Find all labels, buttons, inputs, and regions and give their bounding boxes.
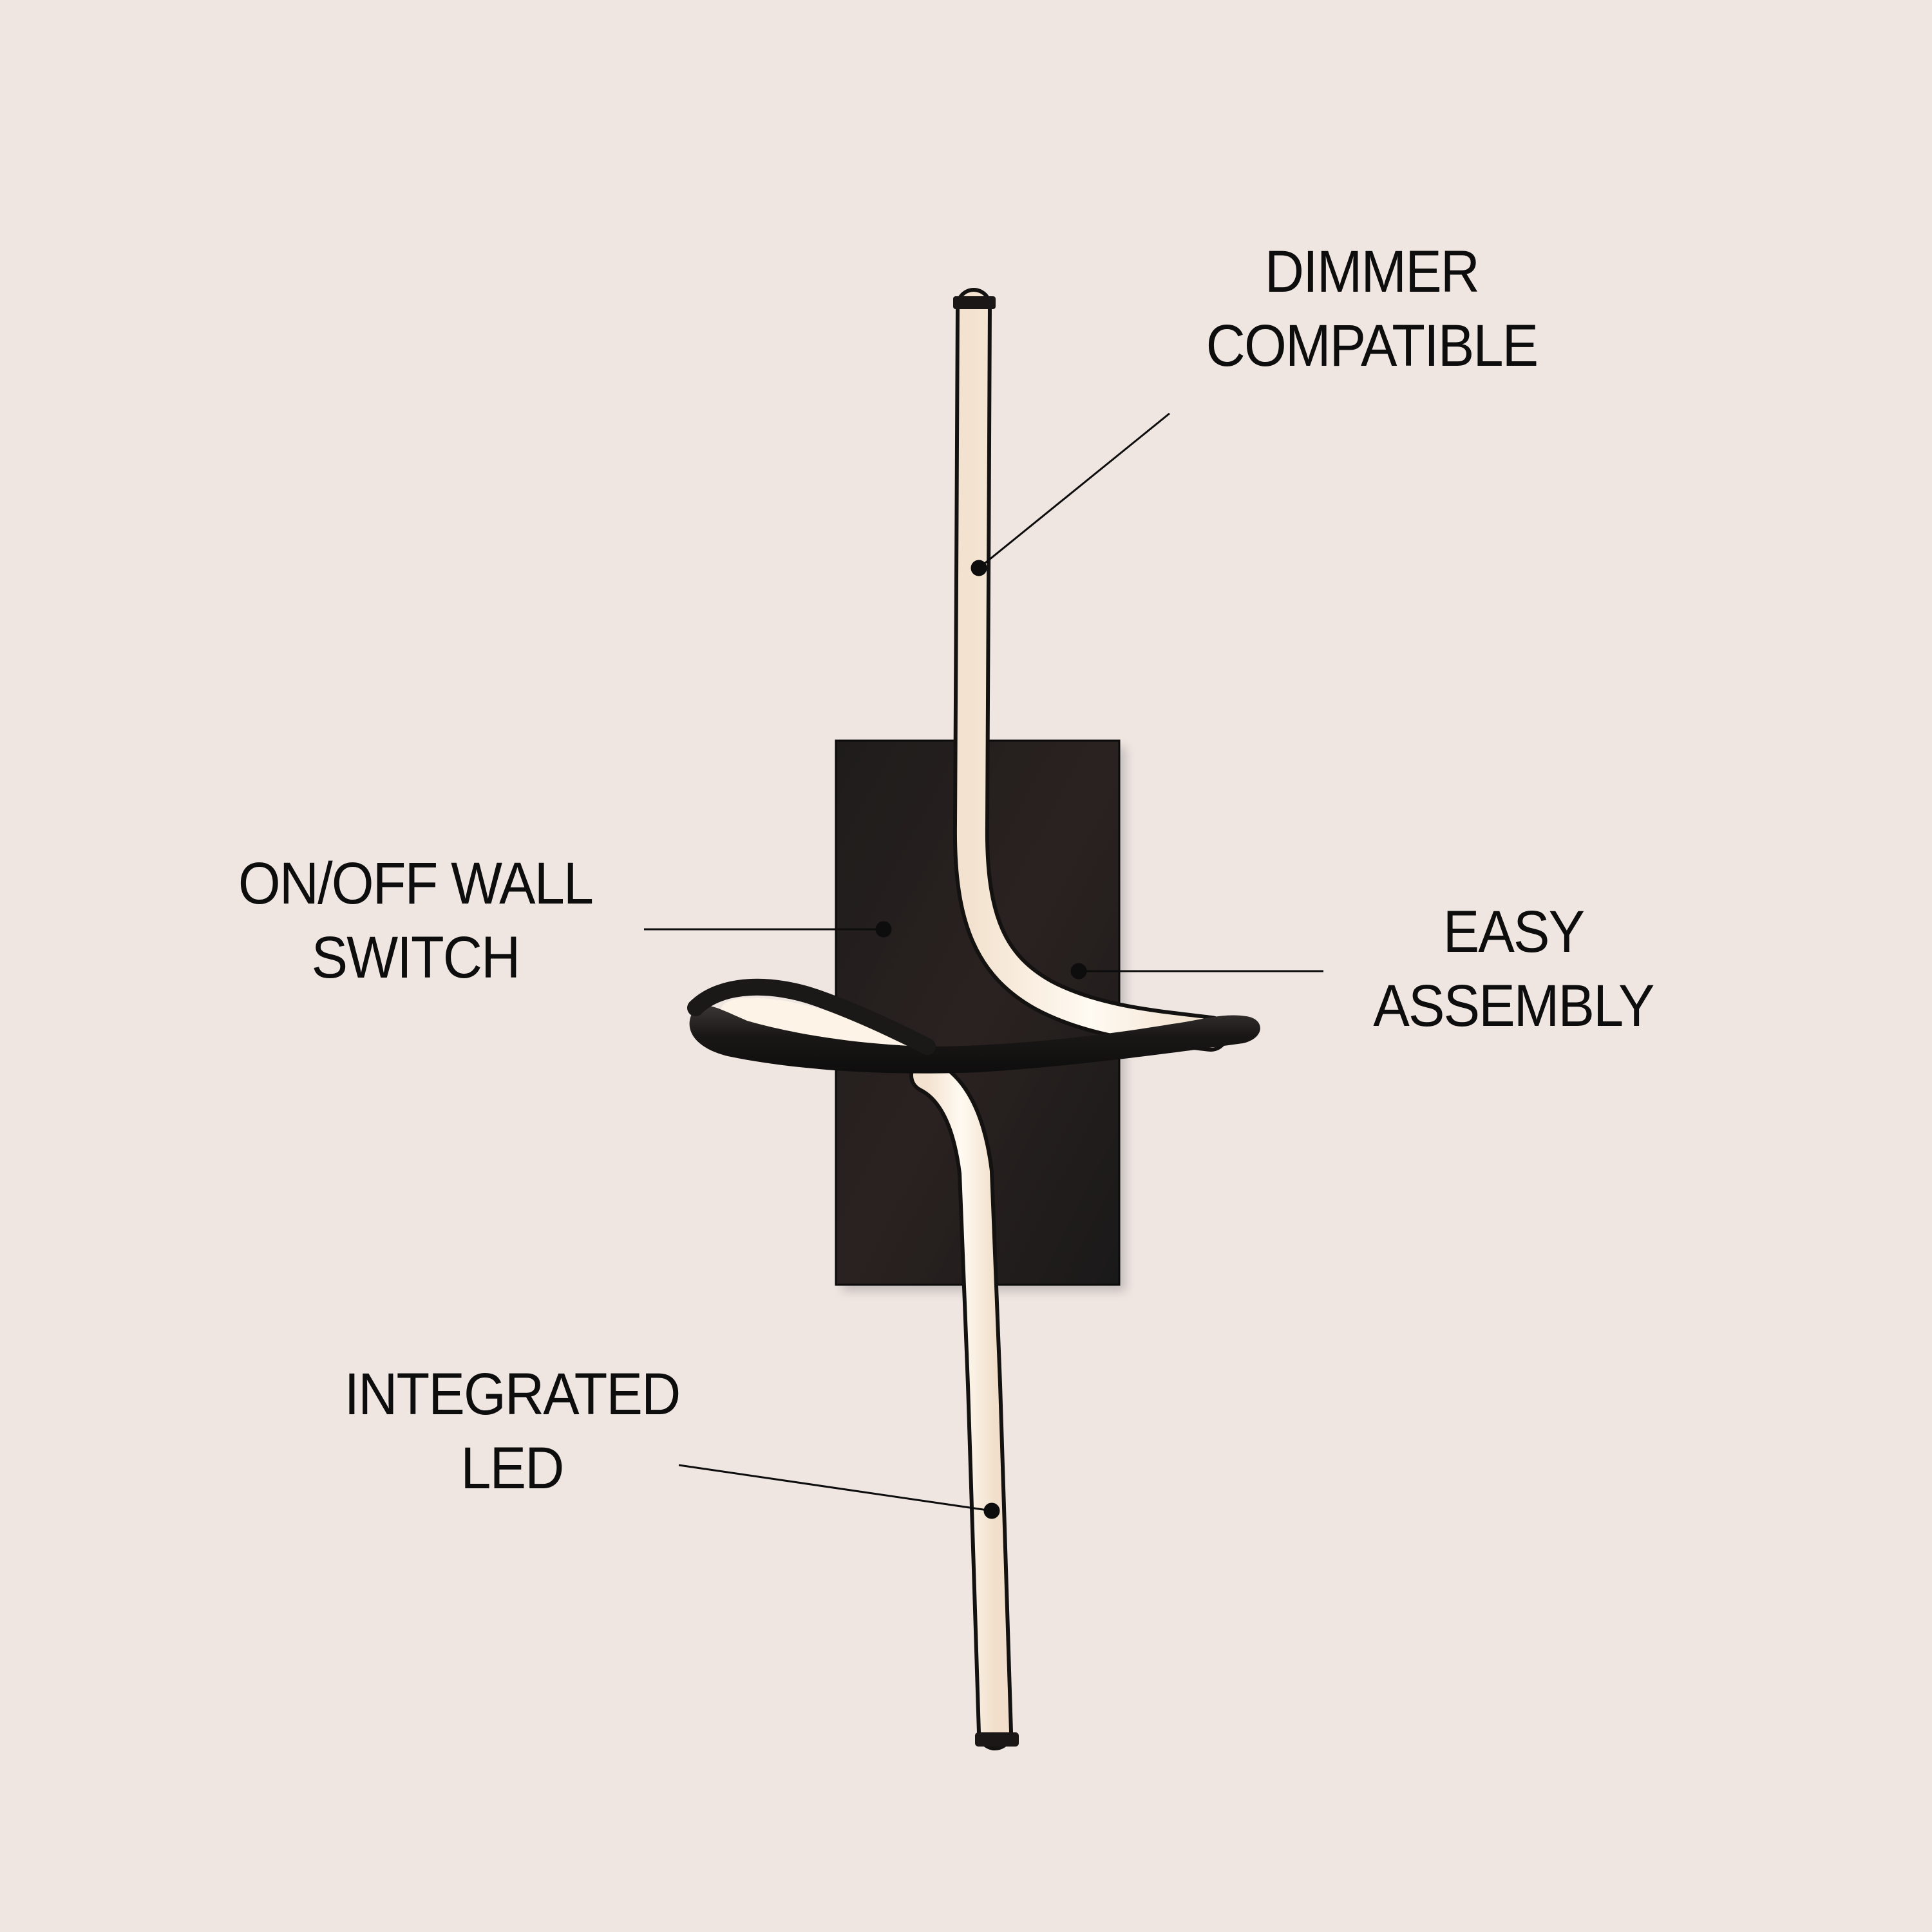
callout-line-dimmer: [978, 412, 1170, 569]
led-tube-upper: [952, 288, 1229, 1052]
led-tube-lower: [909, 1057, 1019, 1750]
callout-label-on-off-wall-switch: ON/OFF WALL SWITCH: [238, 851, 594, 990]
ring-band: [687, 978, 1260, 1074]
bottom-end-cap: [975, 1732, 1019, 1747]
callout-label-dimmer-compatible: DIMMER COMPATIBLE: [1206, 239, 1539, 379]
callout-dot-assembly: [1070, 963, 1087, 980]
callout-dot-dimmer: [971, 560, 987, 576]
top-end-cap: [953, 296, 996, 309]
callout-line-led: [678, 1464, 992, 1512]
callout-dot-switch: [875, 921, 892, 938]
callout-dot-led: [983, 1502, 1000, 1519]
callout-label-integrated-led: INTEGRATED LED: [344, 1361, 681, 1501]
callout-label-easy-assembly: EASY ASSEMBLY: [1373, 899, 1654, 1039]
callout-lines: [644, 412, 1323, 1519]
